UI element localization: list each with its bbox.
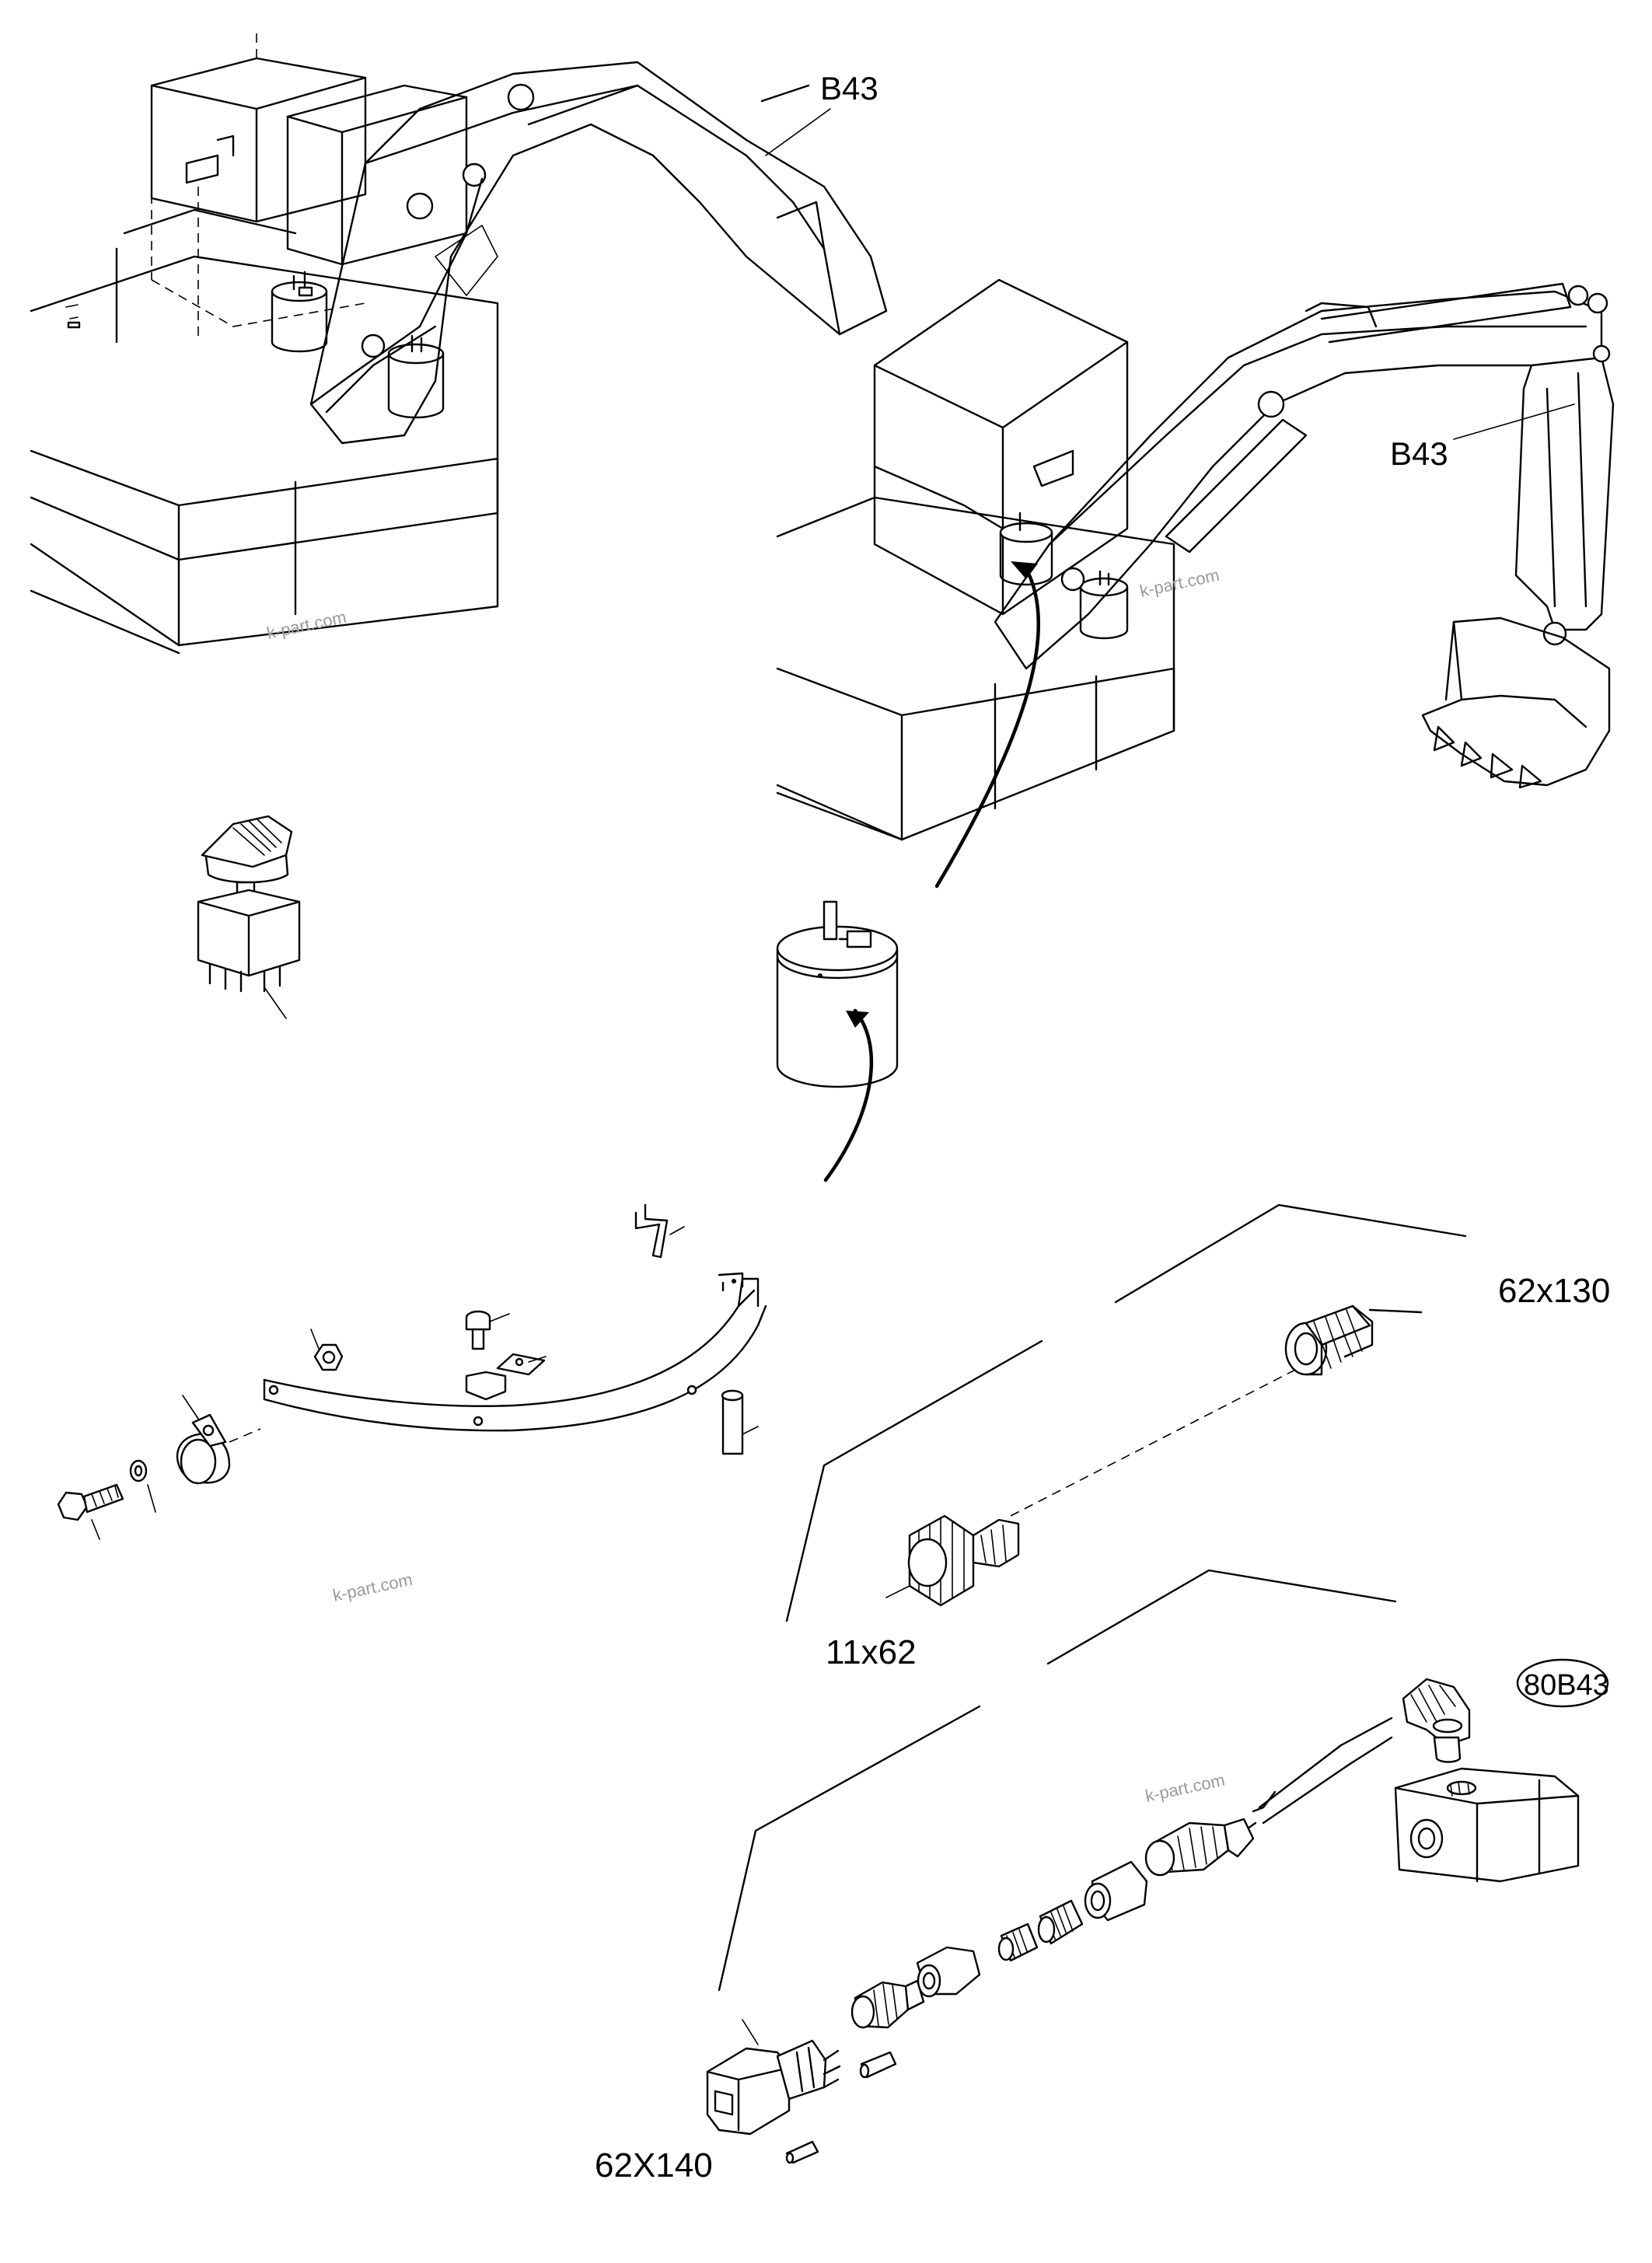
connector-kit-middle <box>785 1339 1043 1622</box>
leader-b43-right <box>1453 403 1575 440</box>
watermark-3: k-part.com <box>331 1570 414 1605</box>
left-machine-view <box>30 31 888 655</box>
right-machine-view <box>776 278 1615 841</box>
watermark-4: k-part.com <box>1144 1770 1227 1806</box>
connector-kit-upper <box>1010 1203 1467 1517</box>
label-b43-right: B43 <box>1390 435 1448 472</box>
label-11x62: 11x62 <box>826 1633 917 1671</box>
badge-80b43: 80B43 <box>1524 1669 1609 1702</box>
leader-b43-top <box>765 108 831 156</box>
connector-assembly-icon: 80B43 <box>706 1569 1609 2164</box>
rotary-switch-icon <box>197 815 301 1019</box>
watermark-2: k-part.com <box>1138 565 1221 601</box>
mounting-strap-icon <box>57 1203 767 1540</box>
watermark-1: k-part.com <box>265 607 348 643</box>
label-62x130: 62x130 <box>1498 1272 1610 1310</box>
arrow-deck-to-sensor <box>934 564 1041 889</box>
cylinder-sensor-icon <box>776 900 899 1088</box>
label-62x140: 62X140 <box>595 2146 713 2184</box>
arrow-sensor-out <box>823 1008 874 1182</box>
label-b43-top: B43 <box>820 70 878 107</box>
